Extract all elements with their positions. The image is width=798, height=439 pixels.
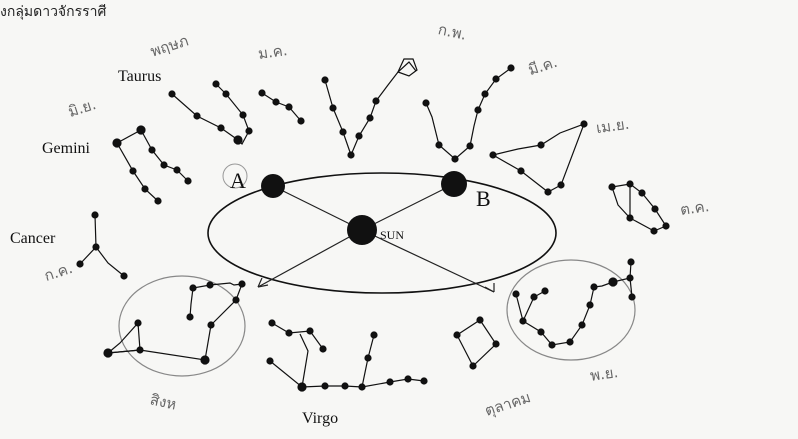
label-cancer: Cancer [10,230,56,247]
sun [347,215,377,245]
constellation-aries [258,89,305,125]
arrow-right [484,283,495,293]
pencil-circle-right [506,259,636,361]
arrow-left [257,277,269,288]
planet-b [441,171,467,197]
constellation-libra [453,316,500,370]
handwriting-9: ต.ค. [678,197,711,219]
label-sun: SUN [380,228,405,242]
constellation-capricorn [489,120,588,196]
label-virgo: Virgo [302,410,339,427]
page-header: งกลุ่มดาวจักรราศี [0,4,107,20]
constellation-aquarius [422,64,515,163]
constellation-taurus [168,80,253,145]
planet-a [261,174,285,198]
handwriting-6: เม.ย. [594,114,631,138]
constellation-scorpio [512,258,636,349]
constellation-pisces [321,58,418,159]
label-gemini: Gemini [42,140,90,157]
constellation-cancer [76,211,128,280]
constellation-sagittarius [608,180,670,235]
handwriting-11: พ.ย. [588,363,620,385]
handwriting-3: ม.ค. [256,41,289,63]
orbit-ellipse [207,172,557,294]
constellation-leo [103,280,246,365]
constellation-gemini [112,125,192,205]
handwriting-8: สิงห [148,390,178,414]
label-point-a: A [230,168,246,193]
label-taurus: Taurus [118,68,162,85]
pencil-circle-left [118,275,246,377]
pencil-circle-a [222,163,248,189]
label-point-b: B [476,186,491,211]
sun-lines [257,183,495,293]
constellation-virgo [266,319,428,392]
